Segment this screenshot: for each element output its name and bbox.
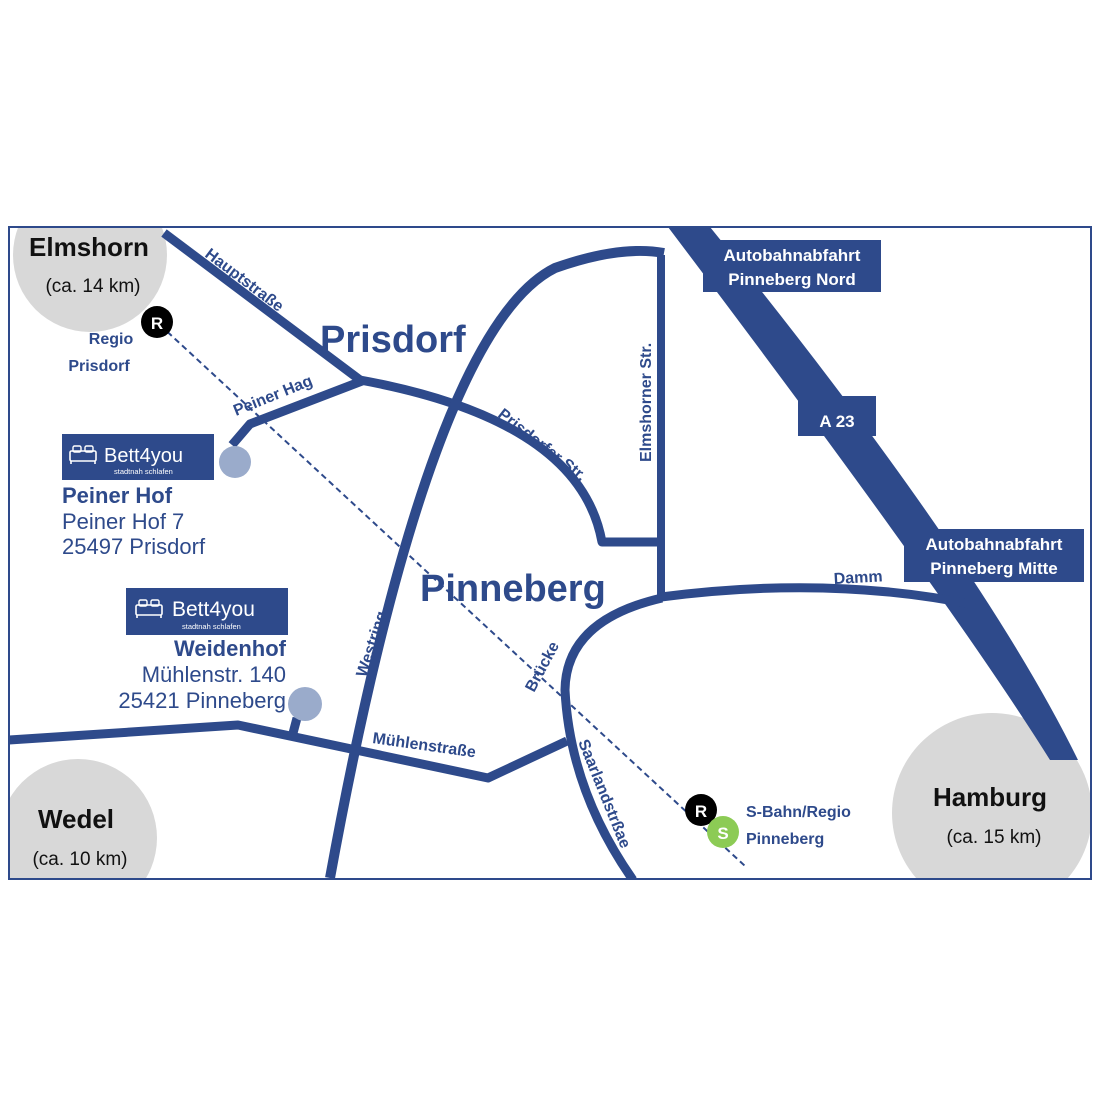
hamburg-distance: (ca. 15 km) [946, 827, 1041, 848]
road-prisdorfer [359, 375, 660, 547]
a23-badge: A 23 [798, 396, 876, 436]
regio-badge-letter: R [151, 314, 163, 333]
s-bahn-badge-letter: S [717, 824, 728, 843]
hotel-name: Weidenhof [174, 636, 287, 661]
logo-tagline: stadtnah schlafen [182, 622, 241, 631]
svg-text:Autobahnabfahrt: Autobahnabfahrt [926, 535, 1063, 554]
hamburg-label: Hamburg [933, 782, 1047, 812]
prisdorf-label: Prisdorf [320, 319, 466, 361]
svg-text:Pinneberg Mitte: Pinneberg Mitte [930, 559, 1058, 578]
weidenhof-location [288, 687, 322, 721]
wedel-label: Wedel [38, 804, 114, 834]
elmshorner-str-label: Elmshorner Str. [638, 343, 655, 462]
hotel-peiner-hof[interactable]: Bett4you stadtnah schlafen Peiner Hof Pe… [62, 434, 214, 559]
elmshorn-area [13, 227, 167, 332]
hotel-weidenhof[interactable]: Bett4you stadtnah schlafen Weidenhof Müh… [118, 588, 288, 713]
westring-label: Westring [354, 609, 391, 679]
pinneberg-station: R S S-Bahn/Regio Pinneberg [685, 794, 851, 848]
road-saarlandstrasse [560, 593, 664, 879]
rail-line [159, 324, 746, 867]
elmshorn-label: Elmshorn [29, 232, 149, 262]
regio-prisdorf-station: R Regio Prisdorf [68, 306, 173, 375]
map-frame [8, 226, 1092, 880]
regio-prisdorf-line2: Prisdorf [68, 358, 130, 375]
road-peiner-hag [228, 376, 364, 448]
wedel-area [9, 759, 157, 879]
exit-pinneberg-mitte: Autobahnabfahrt Pinneberg Mitte [904, 529, 1084, 582]
wedel-distance: (ca. 10 km) [32, 849, 127, 870]
road-hauptstrasse [161, 229, 363, 384]
svg-text:Autobahnabfahrt: Autobahnabfahrt [724, 246, 861, 265]
hotel-street: Mühlenstr. 140 [142, 662, 286, 687]
road-muehlenstrasse [9, 720, 569, 783]
logo-brand: Bett4you [172, 598, 255, 621]
regio-badge [685, 794, 717, 826]
regio-prisdorf-line1: Regio [89, 331, 134, 348]
pinneberg-label: Pinneberg [420, 568, 606, 610]
a23-motorway [668, 227, 1078, 760]
bett4you-logo [62, 434, 214, 480]
road-westring [325, 245, 665, 879]
s-bahn-badge [707, 816, 739, 848]
bett4you-logo [126, 588, 288, 635]
prisdorfer-str-label: Prisdorfer Str. [495, 406, 590, 485]
elmshorn-distance: (ca. 14 km) [45, 276, 140, 297]
regio-badge-letter: R [695, 802, 707, 821]
svg-text:A 23: A 23 [819, 412, 854, 431]
hamburg-area [892, 713, 1091, 879]
road-damm [660, 583, 976, 610]
hotel-name: Peiner Hof [62, 483, 173, 508]
road-connector [287, 716, 302, 739]
pinneberg-station-line1: S-Bahn/Regio [746, 804, 851, 821]
hauptstrasse-label: Hauptstraße [202, 246, 287, 316]
damm-label: Damm [833, 568, 883, 588]
hotel-city: 25497 Prisdorf [62, 534, 206, 559]
hotel-street: Peiner Hof 7 [62, 509, 184, 534]
svg-text:Pinneberg Nord: Pinneberg Nord [728, 270, 856, 289]
logo-brand: Bett4you [104, 445, 183, 467]
exit-pinneberg-nord: Autobahnabfahrt Pinneberg Nord [703, 240, 881, 292]
logo-tagline: stadtnah schlafen [114, 467, 173, 476]
peiner-hof-location [219, 446, 251, 478]
regio-badge [141, 306, 173, 338]
pinneberg-station-line2: Pinneberg [746, 831, 824, 848]
hotel-city: 25421 Pinneberg [118, 688, 286, 713]
